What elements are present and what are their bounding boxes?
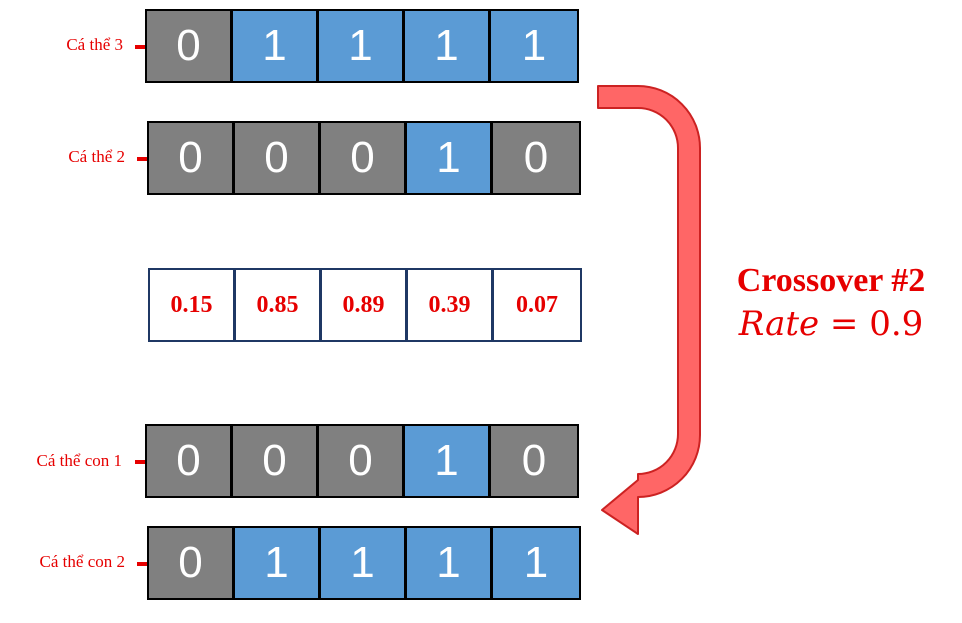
gene-cell: 1	[235, 528, 321, 598]
gene-cell: 1	[405, 426, 491, 496]
gene-cell: 0	[149, 528, 235, 598]
gene-cell: 1	[321, 528, 407, 598]
crossover-title: Crossover #2	[736, 262, 926, 299]
row-label-child-2: Cá thể con 2	[39, 552, 125, 571]
gene-cell: 1	[405, 11, 491, 81]
gene-cell: 0	[149, 123, 235, 193]
gene-cell: 1	[319, 11, 405, 81]
gene-cell: 1	[493, 528, 579, 598]
crossover-rate: Rate = 0.9	[720, 304, 942, 344]
row-tick	[137, 562, 147, 566]
gene-cell: 1	[233, 11, 319, 81]
row-label-child-1: Cá thể con 1	[36, 451, 122, 470]
gene-cell: 0	[233, 426, 319, 496]
row-tick	[135, 460, 145, 464]
row-label-parent-3: Cá thể 3	[66, 35, 123, 54]
gene-cell: 1	[407, 528, 493, 598]
crossover-rate-value: = 0.9	[819, 304, 924, 344]
gene-cell: 0	[319, 426, 405, 496]
gene-cell: 0	[235, 123, 321, 193]
probability-cell: 0.15	[150, 270, 236, 340]
gene-cell: 0	[493, 123, 579, 193]
probability-cell: 0.89	[322, 270, 408, 340]
probability-cell: 0.07	[516, 291, 558, 318]
gene-cell: 0	[321, 123, 407, 193]
crossover-curved-arrow-icon	[597, 85, 701, 535]
gene-cell: 0	[147, 11, 233, 81]
crossover-rate-variable: Rate	[738, 304, 820, 344]
gene-cell: 0	[491, 426, 577, 496]
probability-cell: 0.39	[408, 270, 494, 340]
row-label-parent-2: Cá thể 2	[68, 147, 125, 166]
gene-cell: 0	[147, 426, 233, 496]
row-tick	[137, 157, 147, 161]
gene-cell: 1	[491, 11, 577, 81]
probability-cell: 0.85	[236, 270, 322, 340]
row-tick	[135, 45, 145, 49]
gene-cell: 1	[407, 123, 493, 193]
